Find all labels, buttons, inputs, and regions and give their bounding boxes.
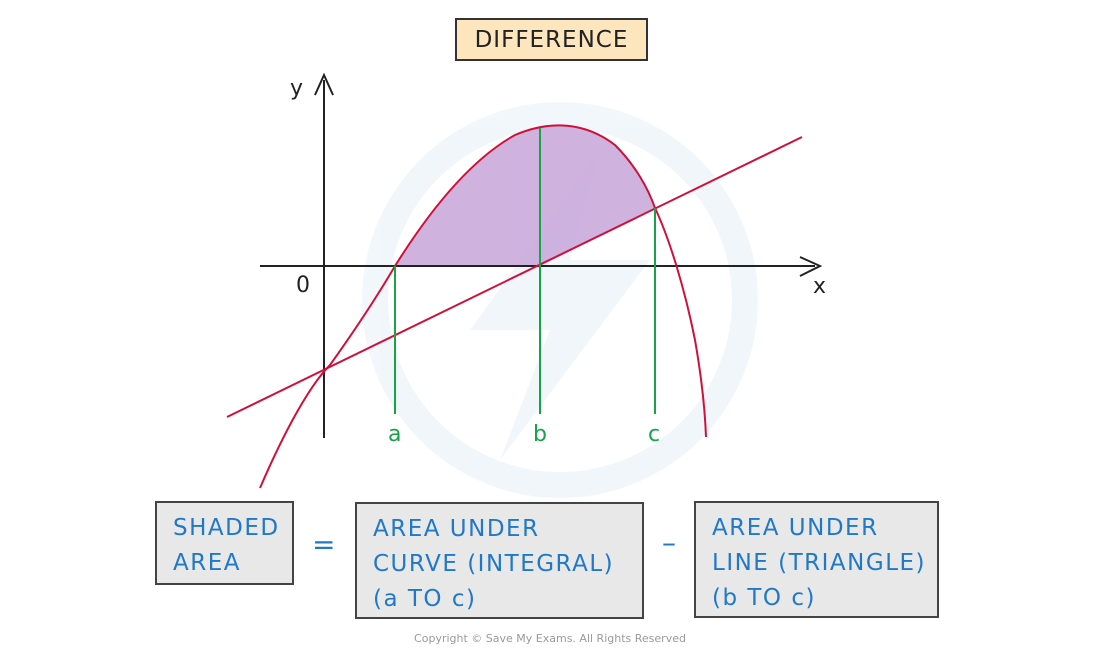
marker-label-c: c (648, 422, 660, 447)
shaded-area-box: SHADED AREA (155, 501, 294, 585)
y-axis-label: y (290, 76, 303, 101)
term1-line-2: CURVE (INTEGRAL) (373, 551, 615, 577)
straight-line (226, 136, 803, 418)
area-under-curve-box: AREA UNDER CURVE (INTEGRAL) (a TO c) (355, 502, 644, 619)
term2-line-3: (b TO c) (712, 585, 816, 611)
lhs-line-2: AREA (173, 550, 241, 576)
curve (259, 124, 707, 489)
x-axis-label: x (813, 274, 826, 299)
term2-line-1: AREA UNDER (712, 515, 879, 541)
x-axis-arrow-icon (799, 256, 823, 277)
shaded-area (395, 125, 655, 266)
marker-label-b: b (533, 422, 547, 447)
minus-sign: – (662, 526, 676, 559)
y-axis-arrow-icon (314, 72, 334, 96)
marker-label-a: a (388, 422, 401, 447)
term1-line-1: AREA UNDER (373, 516, 540, 542)
lhs-line-1: SHADED (173, 515, 280, 541)
term1-line-3: (a TO c) (373, 586, 477, 612)
title-box: DIFFERENCE (455, 18, 648, 61)
equals-sign: = (312, 528, 336, 561)
area-under-line-box: AREA UNDER LINE (TRIANGLE) (b TO c) (694, 501, 939, 618)
origin-label: 0 (296, 273, 310, 298)
copyright-notice: Copyright © Save My Exams. All Rights Re… (414, 632, 686, 645)
term2-line-2: LINE (TRIANGLE) (712, 550, 927, 576)
title-text: DIFFERENCE (474, 26, 629, 53)
